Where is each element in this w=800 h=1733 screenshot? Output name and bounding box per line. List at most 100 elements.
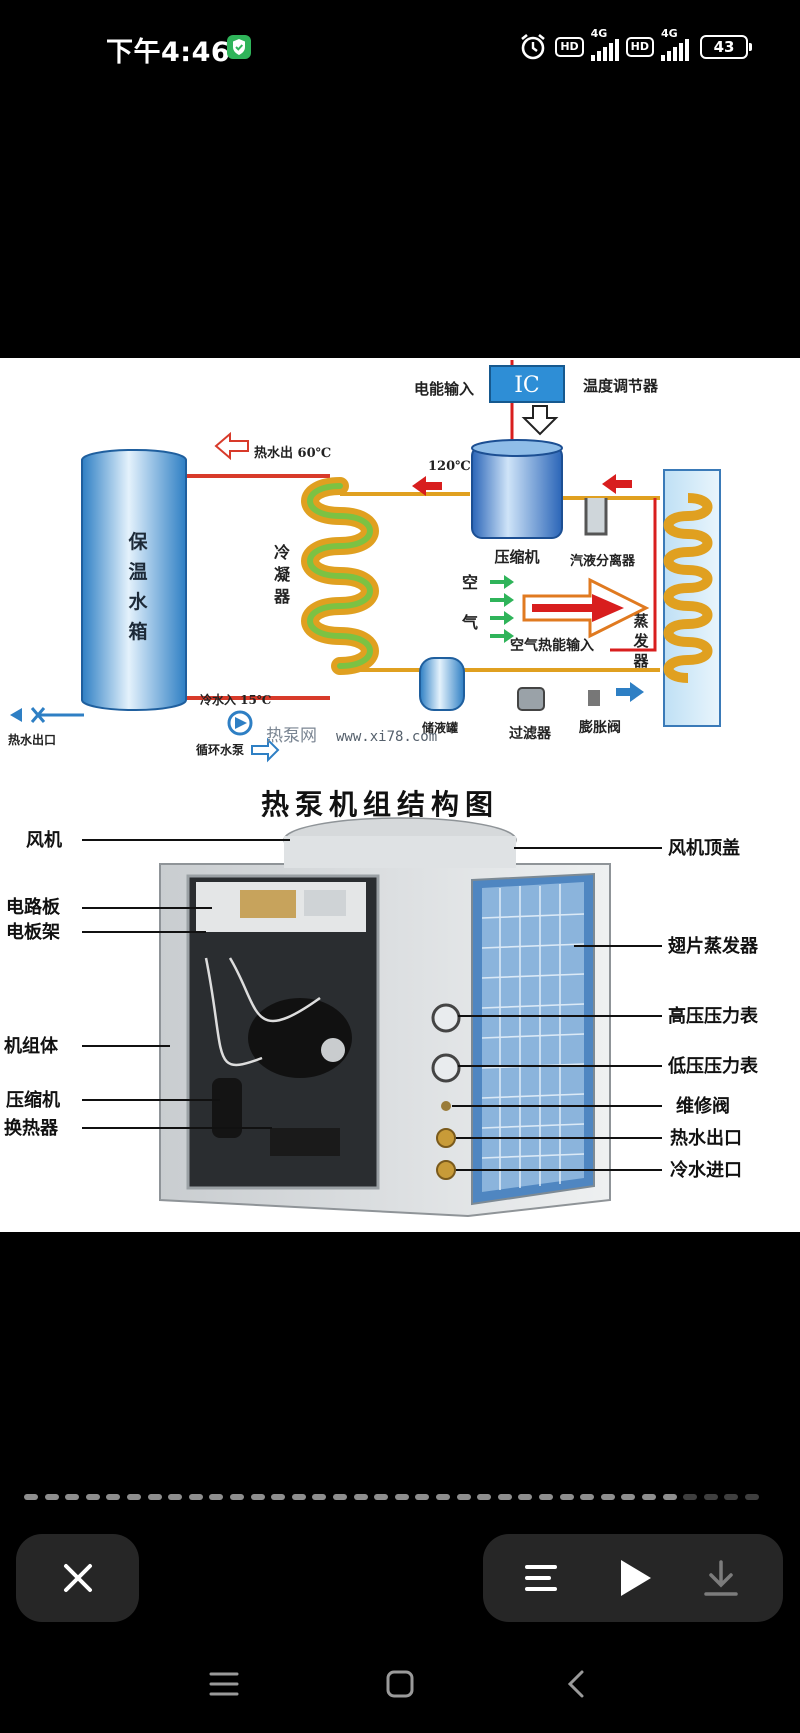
condenser-coil — [301, 477, 379, 675]
pipes — [40, 360, 660, 717]
svg-text:蒸: 蒸 — [633, 612, 648, 630]
flow-arrow-icon — [412, 476, 442, 496]
svg-text:保: 保 — [127, 530, 148, 553]
progress-segment — [477, 1494, 492, 1500]
down-arrow-icon — [521, 405, 559, 436]
progress-segment — [209, 1494, 224, 1500]
security-shield-icon — [227, 35, 251, 59]
progress-segment — [436, 1494, 450, 1500]
progress-segment — [642, 1494, 656, 1500]
progress-segment — [230, 1494, 244, 1500]
svg-text:过滤器: 过滤器 — [509, 725, 552, 742]
label-board-rack: 电板架 — [6, 921, 60, 943]
air-arrows — [490, 575, 514, 643]
svg-text:IC: IC — [514, 373, 540, 398]
progress-segment — [745, 1494, 759, 1500]
status-bar: 下午4:46 HD 4G HD 4G 43 — [0, 0, 800, 95]
svg-text:热水出 60℃: 热水出 60℃ — [254, 445, 331, 461]
download-icon — [704, 1560, 738, 1596]
label-low-pressure: 低压压力表 — [667, 1055, 759, 1077]
menu-icon — [525, 1565, 557, 1591]
nav-menu-button[interactable] — [199, 1664, 249, 1704]
heat-pump-unit — [159, 817, 611, 1218]
progress-segment — [600, 1494, 615, 1500]
svg-text:气: 气 — [461, 613, 478, 632]
label-fan: 风机 — [26, 830, 62, 851]
image-viewer-content[interactable]: IC 电能输入 温度调节器 保 温 水 箱 热水出 60℃ 冷 凝 器 120℃ — [0, 358, 800, 1232]
system-nav-bar — [0, 1650, 800, 1733]
signal-2-icon: 4G — [661, 27, 689, 61]
cold-water-port — [436, 1160, 456, 1180]
svg-text:汽液分离器: 汽液分离器 — [570, 553, 636, 569]
progress-segment — [580, 1494, 595, 1500]
low-pressure-gauge — [431, 1053, 461, 1083]
svg-text:热泵网: 热泵网 — [266, 726, 317, 746]
svg-text:箱: 箱 — [128, 620, 147, 643]
svg-text:空: 空 — [462, 573, 478, 592]
svg-text:热泵机组结构图: 热泵机组结构图 — [261, 788, 499, 821]
svg-text:温: 温 — [128, 561, 147, 583]
play-icon — [621, 1560, 651, 1596]
leader-lines — [82, 839, 662, 1171]
svg-text:120℃: 120℃ — [428, 459, 471, 474]
label-heat-exchanger: 换热器 — [4, 1117, 59, 1139]
svg-text:电能输入: 电能输入 — [414, 380, 474, 398]
download-button[interactable] — [695, 1552, 747, 1604]
progress-segment — [127, 1494, 141, 1500]
progress-segment — [44, 1494, 59, 1500]
label-high-pressure: 高压压力表 — [668, 1005, 759, 1027]
label-circuit-board: 电路板 — [6, 896, 61, 918]
progress-segment — [518, 1494, 533, 1500]
progress-segment — [621, 1494, 636, 1500]
progress-segment — [333, 1494, 347, 1500]
label-unit-body: 机组体 — [4, 1035, 59, 1057]
flow-arrow-icon — [602, 474, 632, 494]
progress-segment — [85, 1494, 100, 1500]
progress-segment — [106, 1494, 121, 1500]
svg-text:凝: 凝 — [274, 565, 291, 584]
status-icons: HD 4G HD 4G 43 — [518, 27, 752, 64]
progress-segment — [250, 1494, 265, 1500]
service-valve — [441, 1101, 451, 1111]
progress-segment — [147, 1494, 162, 1500]
heat-pump-diagram: IC 电能输入 温度调节器 保 温 水 箱 热水出 60℃ 冷 凝 器 120℃ — [4, 360, 759, 1218]
progress-segment — [353, 1494, 368, 1500]
svg-text:冷水入 15℃: 冷水入 15℃ — [200, 692, 271, 707]
home-square-icon — [386, 1670, 414, 1698]
progress-segment — [188, 1494, 203, 1500]
progress-segment — [394, 1494, 409, 1500]
progress-segment — [415, 1494, 430, 1500]
progress-segment — [65, 1494, 80, 1500]
label-fin-evaporator: 翅片蒸发器 — [668, 935, 759, 957]
valve-arrow-icon — [10, 708, 22, 722]
progress-segment — [312, 1494, 327, 1500]
svg-text:www.xi78.com: www.xi78.com — [336, 729, 437, 745]
svg-text:空气热能输入: 空气热能输入 — [510, 637, 594, 654]
menu-button[interactable] — [515, 1552, 567, 1604]
alarm-icon — [521, 33, 546, 60]
close-button[interactable] — [16, 1534, 139, 1622]
progress-segment — [271, 1494, 286, 1500]
progress-segment — [539, 1494, 553, 1500]
svg-text:发: 发 — [632, 632, 649, 650]
hd-badge-2: HD — [625, 37, 654, 57]
svg-text:器: 器 — [632, 652, 649, 670]
hot-water-port — [436, 1128, 456, 1148]
storage-tank — [81, 449, 187, 711]
left-arrow-icon — [214, 431, 249, 461]
flow-arrow-icon — [616, 682, 644, 702]
play-button[interactable] — [609, 1552, 661, 1604]
compressor-tank — [471, 445, 563, 539]
progress-segment — [24, 1494, 38, 1500]
high-pressure-gauge — [431, 1003, 461, 1033]
progress-segment — [168, 1494, 183, 1500]
svg-text:膨胀阀: 膨胀阀 — [579, 719, 621, 736]
svg-text:循环水泵: 循环水泵 — [196, 742, 244, 757]
label-hot-water-out: 热水出口 — [670, 1127, 742, 1149]
label-fan-cover: 风机顶盖 — [668, 837, 740, 859]
nav-back-button[interactable] — [551, 1664, 601, 1704]
progress-segment — [662, 1494, 677, 1500]
nav-home-button[interactable] — [375, 1664, 425, 1704]
svg-text:器: 器 — [273, 587, 291, 606]
svg-text:储液罐: 储液罐 — [422, 720, 458, 735]
